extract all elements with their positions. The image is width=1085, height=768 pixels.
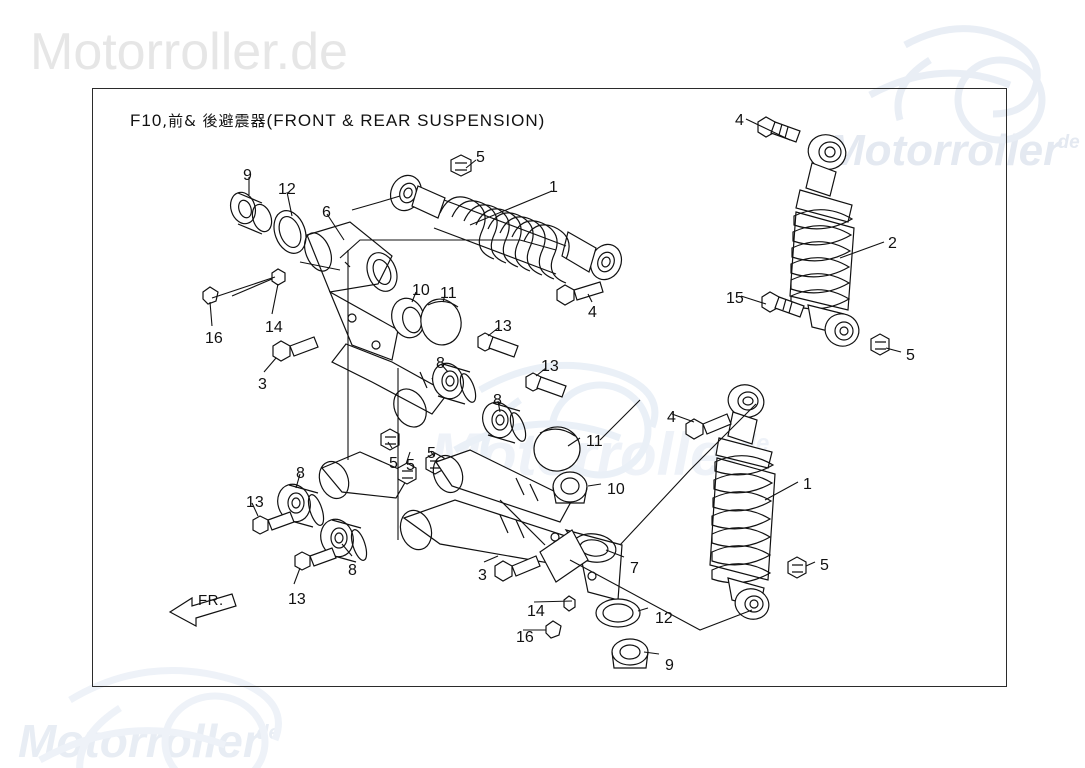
diagram-title: F10,前& 後避震器(FRONT & REAR SUSPENSION) [130,110,545,131]
title-en: (FRONT & REAR SUSPENSION) [266,111,546,130]
callout-number: 5 [820,557,829,574]
callout-number: 12 [278,181,296,198]
part-3-bolt-lower [494,555,541,582]
callout-number: 5 [389,455,398,472]
callout-number: 13 [494,318,512,335]
callout-number: 1 [803,476,812,493]
part-5-nut-cluster-a [380,428,400,451]
callout-number: 13 [541,358,559,375]
part-3-bolt-left [272,336,319,362]
part-16-clip-left [202,286,219,305]
part-13-bolt-lower-left-a [252,511,295,535]
title-cjk: ,前& 後避震器 [162,112,267,130]
part-4-bolt-lower-right-shock [685,413,732,440]
part-11-damper-cap-lower [533,426,581,472]
callout-number: 4 [667,409,676,426]
part-2-rear-shock [789,134,860,347]
callout-number: 5 [427,445,436,462]
callout-number: 12 [655,610,673,627]
orientation-label: FR. [198,592,224,609]
part-4-bolt-rear-shock-top [757,116,801,143]
part-1-front-shock-upper [389,174,623,284]
upper-a-arm [331,343,449,428]
callout-number: 9 [243,167,252,184]
part-5-nut-cluster-b [397,462,417,485]
callout-number: 7 [630,560,639,577]
callout-number: 5 [476,149,485,166]
callout-number: 14 [265,319,283,336]
part-11-damper-cap-upper [420,298,462,346]
callout-number: 10 [607,481,625,498]
diagram-frame [92,88,1007,687]
part-16-clip-lower [545,620,562,639]
bike-logo-bottom-left [38,667,282,768]
callout-number: 9 [665,657,674,674]
callout-number: 5 [406,457,415,474]
part-15-bolt-rear-shock-bottom [761,291,805,318]
callout-number: 8 [436,355,445,372]
part-1-front-shock-lower-right [709,384,776,620]
part-12-ring-lower [595,598,641,628]
part-13-bolt-mid-upper [477,332,519,358]
callout-number: 4 [735,112,744,129]
callout-number: 16 [516,629,534,646]
part-4-bolt-upper-shock [556,281,604,306]
part-13-bolt-mid-lower [525,372,567,398]
callout-number: 13 [246,494,264,511]
leader-lines [209,118,902,655]
callout-number: 1 [549,179,558,196]
title-code: F10 [130,111,163,130]
part-13-bolt-lower-left-b [294,547,337,571]
upper-arm-diagonal [432,449,573,523]
callout-number: 13 [288,591,306,608]
part-10-collar-lower [552,471,588,504]
callout-number: 3 [258,376,267,393]
part-5-nut-rear-shock [870,333,890,356]
callout-number: 11 [440,285,457,302]
part-14-pin-left [271,268,286,286]
callout-number: 14 [527,603,545,620]
callout-number: 4 [588,304,597,321]
part-5-nut-upper-shock [450,154,472,177]
part-9-bushing-upper-left [229,191,273,235]
callout-number: 5 [906,347,915,364]
bike-logo-top-right [868,25,1046,144]
callout-number: 8 [348,562,357,579]
part-9-bushing-lower [611,638,649,669]
direction-arrow-fr [168,593,237,628]
lower-a-arm-left [318,451,411,500]
callout-number: 15 [726,290,744,307]
callout-number: 10 [412,282,430,299]
part-8-bushing-mid-lower [482,401,527,444]
part-14-pin-lower [563,595,576,612]
callout-number: 11 [586,433,603,450]
part-12-ring-upper-left [273,210,307,254]
callout-number: 16 [205,330,223,347]
callout-number: 3 [478,567,487,584]
callout-number: 8 [493,392,502,409]
callout-number: 2 [888,235,897,252]
part-5-nut-lower-right-shock [787,556,807,579]
part-8-bushing-mid-upper [432,362,477,405]
callout-number: 6 [322,204,331,221]
callout-number: 8 [296,465,305,482]
